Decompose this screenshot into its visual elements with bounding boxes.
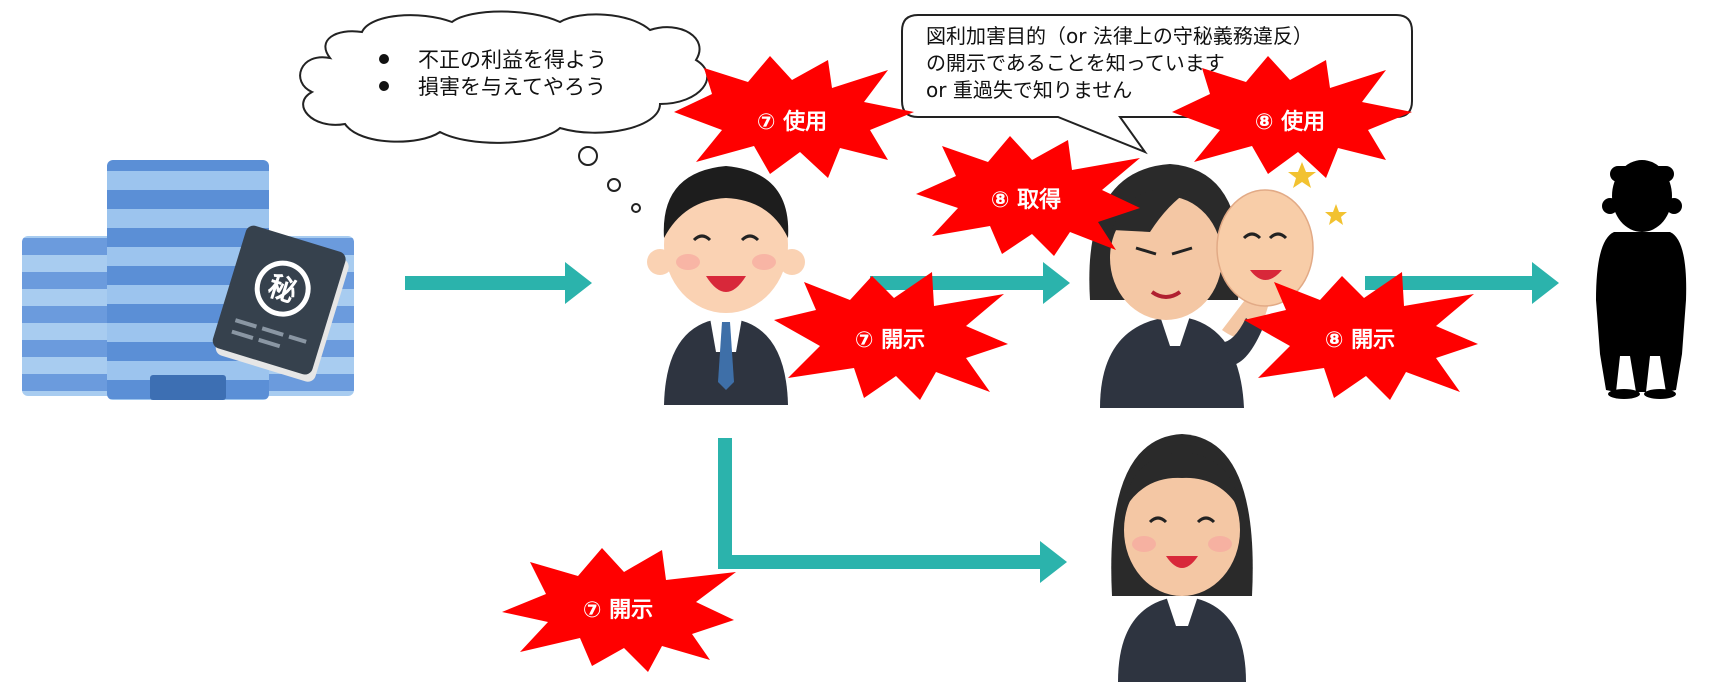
burst-acquire-8-text: ⑧ 取得 (991, 187, 1061, 213)
arrow-acquirer-to-third-party (1365, 262, 1559, 304)
speech-line-3: or 重過失で知りません (926, 78, 1132, 102)
employee-man-icon (647, 166, 805, 405)
burst-use-7-text: ⑦ 使用 (757, 110, 827, 135)
thought-line-1: 不正の利益を得よう (418, 48, 607, 72)
masked-woman-icon (1089, 162, 1347, 408)
thought-bubble: 不正の利益を得よう 損害を与えてやろう (299, 10, 709, 213)
secret-document-icon: 秘 (212, 225, 349, 382)
burst-use-7: ⑦ 使用 (674, 56, 914, 178)
person-silhouette-icon (1596, 160, 1687, 399)
burst-disclose-8: ⑧ 開示 (1244, 272, 1478, 400)
burst-disclose-7-lower-text: ⑦ 開示 (583, 598, 653, 623)
speech-line-2: の開示であることを知っています (926, 51, 1225, 75)
burst-use-8-text: ⑧ 使用 (1255, 110, 1325, 135)
burst-disclose-8-text: ⑧ 開示 (1325, 328, 1395, 353)
speech-line-1: 図利加害目的（or 法律上の守秘義務違反） (926, 24, 1313, 48)
burst-use-8: ⑧ 使用 (1172, 56, 1412, 178)
arrow-employee-to-recipient (718, 438, 1067, 583)
speech-bubble: 図利加害目的（or 法律上の守秘義務違反） の開示であることを知っています or… (901, 14, 1413, 155)
burst-disclose-7-upper: ⑦ 開示 (774, 272, 1008, 400)
burst-disclose-7-lower: ⑦ 開示 (502, 548, 736, 672)
arrow-company-to-employee (405, 262, 592, 304)
woman-recipient-icon (1111, 434, 1253, 682)
thought-line-2: 損害を与えてやろう (418, 75, 606, 99)
burst-acquire-8: ⑧ 取得 (916, 136, 1140, 256)
burst-disclose-7-upper-text: ⑦ 開示 (855, 328, 925, 353)
